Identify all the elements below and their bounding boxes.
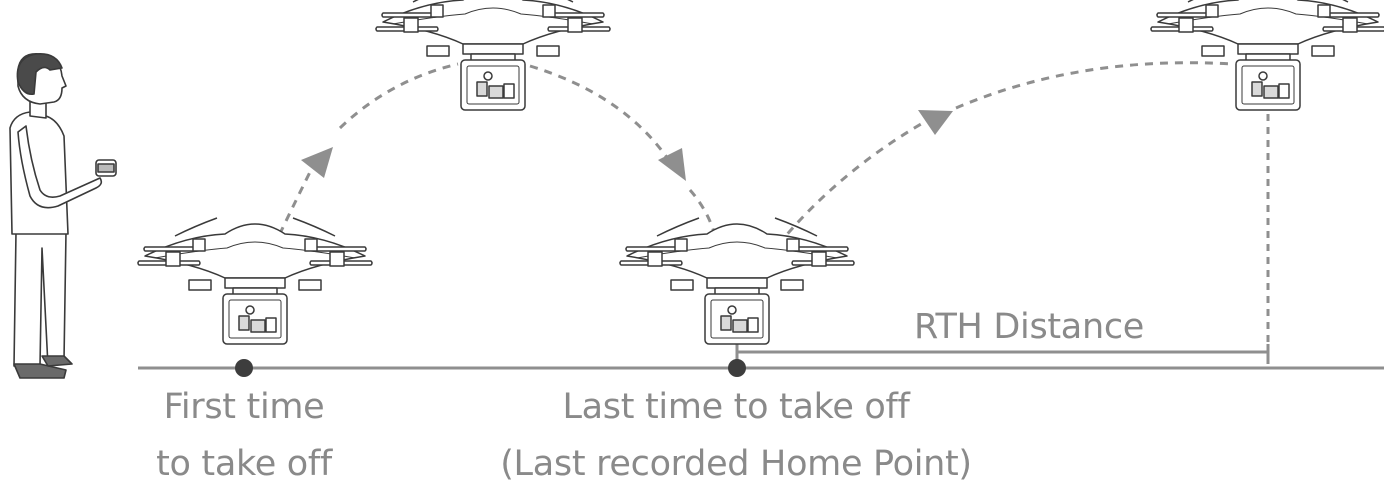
flight-path-long [955, 61, 1233, 110]
first-takeoff-label-line2: to take off [156, 444, 332, 484]
flight-path-descend [529, 64, 672, 163]
flight-path-second-up [776, 118, 929, 246]
flight-path-first-up [271, 159, 318, 249]
drone-top-flight [375, 0, 611, 111]
drone-last-takeoff [619, 217, 855, 345]
drone-first-takeoff [137, 217, 373, 345]
first-takeoff-label-line1: First time [163, 387, 325, 427]
flight-path-to-top [338, 62, 459, 130]
arrow-head-icon [301, 147, 333, 178]
drone-return-position [1150, 0, 1384, 111]
rth-distance-label: RTH Distance [913, 307, 1145, 347]
first-takeoff-dot [235, 359, 253, 377]
home-point-dot [728, 359, 746, 377]
flight-path-land [688, 189, 720, 249]
arrow-head-icon [918, 110, 953, 135]
last-takeoff-label-line2: (Last recorded Home Point) [500, 444, 972, 484]
last-takeoff-label-line1: Last time to take off [562, 387, 910, 427]
arrow-head-icon [658, 148, 686, 181]
pilot-figure [9, 52, 117, 379]
